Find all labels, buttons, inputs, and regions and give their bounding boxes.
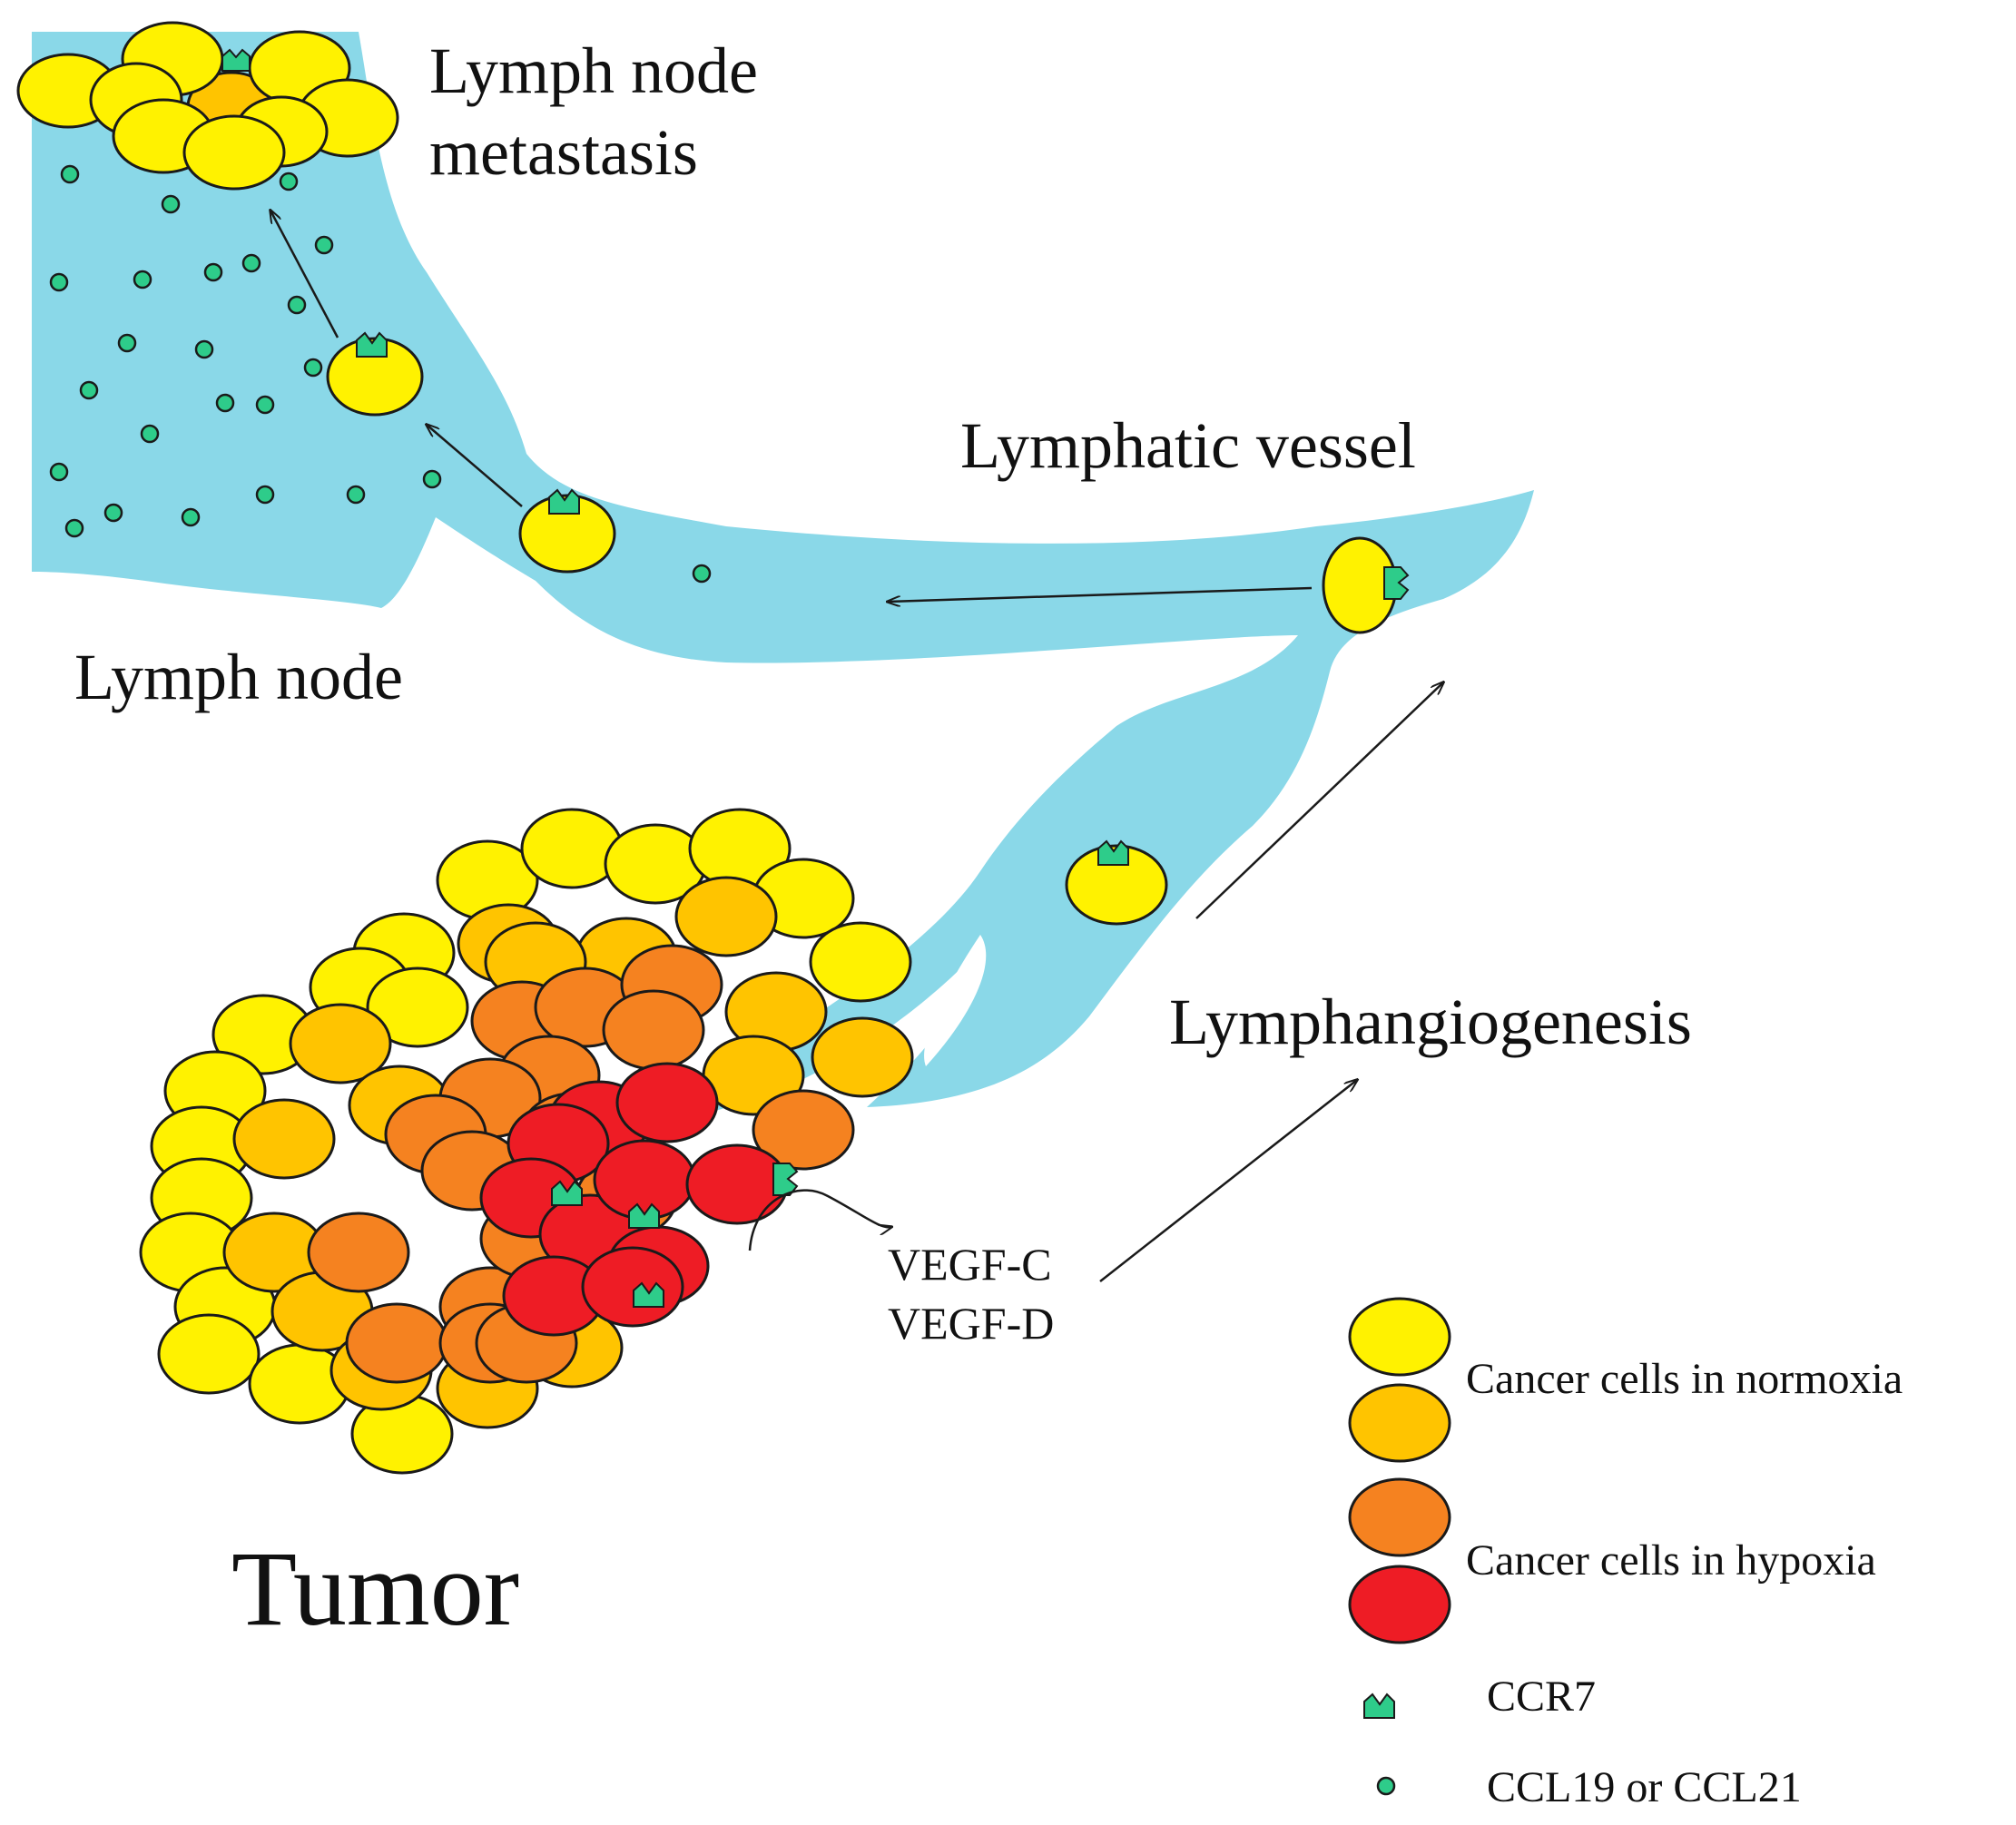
ccr7-receptor-icon <box>1383 566 1410 600</box>
ccr7-receptor-icon <box>551 1180 583 1206</box>
migrating-cancer-cell <box>1065 844 1168 926</box>
legend-swatch-yellow <box>1348 1297 1451 1377</box>
cancer-cell-hypoxia <box>602 989 705 1071</box>
ccr7-receptor-icon <box>628 1202 660 1229</box>
ccl-dot-icon <box>181 507 201 527</box>
ccl-dot-icon <box>255 395 275 415</box>
ccl-dot-icon <box>287 295 307 315</box>
tumor-receptors <box>551 1163 799 1308</box>
metastasis-receptor <box>221 48 251 72</box>
ccr7-receptor-icon <box>548 488 580 515</box>
ccr7-receptor-icon <box>772 1163 799 1196</box>
legend-label-normoxia: Cancer cells in normoxia <box>1466 1355 1903 1403</box>
ccl-dot-icon <box>279 172 299 191</box>
ccr7-receptor-icon <box>1363 1693 1395 1719</box>
legend-swatch-orange <box>1348 1477 1451 1557</box>
ccl-dot-icon <box>692 564 712 584</box>
ccl-dot-icon <box>117 333 137 353</box>
migrating-cells <box>326 337 1398 926</box>
ccl-dot-icon <box>314 235 334 255</box>
cancer-cell-hypoxia <box>752 1089 855 1171</box>
ccl-dot-icon <box>133 270 152 289</box>
labels: Lymph node metastasis Lymphatic vessel L… <box>74 34 1692 1648</box>
cancer-cell-hypoxia <box>615 1062 719 1143</box>
ccl-dot-icon <box>203 262 223 282</box>
cancer-cell-normoxia <box>366 966 469 1048</box>
arrow-along-vessel <box>888 586 1313 602</box>
ccl-dot-icon <box>60 164 80 184</box>
cancer-cell-normoxia <box>157 1313 261 1395</box>
label-lymph-node-metastasis-1: Lymph node <box>429 34 758 107</box>
cancer-cell-hypoxia <box>345 1302 448 1384</box>
ccl-dot-icon <box>241 253 261 273</box>
lymphatic-system <box>32 32 1534 1130</box>
cancer-cell-hypoxia <box>581 1246 684 1328</box>
ccl-dot-icon <box>49 462 69 482</box>
metastasis-cluster <box>16 21 399 191</box>
label-vegf-c: VEGF-C <box>888 1239 1052 1290</box>
ccl-dot-icon <box>103 503 123 523</box>
label-lymph-node-metastasis-2: metastasis <box>429 116 698 189</box>
ccr7-receptor-icon <box>356 331 388 358</box>
ccl-dot-icon <box>79 380 99 400</box>
ccl-dot-icon <box>255 485 275 505</box>
ccl-dot-icon <box>194 339 214 359</box>
arrows <box>270 211 1443 1282</box>
cancer-cell-hypoxia <box>593 1139 696 1221</box>
arrow-up-vessel <box>1195 682 1443 919</box>
legend-label-ccr7: CCR7 <box>1487 1673 1596 1721</box>
ccl-dot-icon <box>64 518 84 538</box>
ccl-dot-icon <box>346 485 366 505</box>
label-lymph-node: Lymph node <box>74 641 403 713</box>
label-lymphatic-vessel: Lymphatic vessel <box>960 409 1416 482</box>
ccl-dot-icon <box>49 272 69 292</box>
arrow-to-node-cell <box>427 425 523 507</box>
ccl-dot-icon <box>1376 1776 1396 1796</box>
ccl-dot-icon <box>161 194 181 214</box>
arrow-to-metastasis <box>270 211 339 339</box>
label-lymphangiogenesis: Lymphangiogenesis <box>1169 986 1692 1058</box>
cancer-cell-normoxia <box>232 1098 336 1180</box>
lymph-node-and-vessel <box>32 32 1534 1130</box>
tumor-mass <box>139 808 914 1475</box>
vessel-branch-gap <box>924 935 987 1066</box>
arrow-vegf-secretion <box>748 1189 891 1251</box>
ccl-dot-icon <box>303 358 323 378</box>
ccr7-receptor-icon <box>1097 839 1129 866</box>
ccl-dot-icon <box>140 424 160 444</box>
legend-label-hypoxia: Cancer cells in hypoxia <box>1466 1536 1876 1585</box>
ccl-dot-icon <box>215 393 235 413</box>
ccr7-receptor-icon <box>221 48 251 72</box>
ccl-dot-icon <box>422 469 442 489</box>
legend-swatch-gold <box>1348 1383 1451 1463</box>
cancer-cell-normoxia <box>674 876 778 957</box>
legend: Cancer cells in normoxia Cancer cells in… <box>1348 1297 1903 1811</box>
ccr7-receptor-icon <box>633 1281 664 1308</box>
label-tumor: Tumor <box>231 1529 519 1648</box>
cancer-cell-normoxia <box>289 1003 392 1084</box>
cancer-cell-hypoxia <box>685 1143 789 1225</box>
legend-label-ccl: CCL19 or CCL21 <box>1487 1763 1802 1811</box>
cancer-cell-normoxia <box>811 1016 914 1098</box>
cancer-cell-normoxia <box>809 921 912 1003</box>
cancer-cell-hypoxia <box>307 1212 410 1293</box>
cancer-cell-normoxia <box>182 114 286 191</box>
migrating-cell-receptors <box>356 331 1410 866</box>
arrow-lymphangiogenesis <box>1099 1080 1357 1282</box>
legend-swatch-red <box>1348 1565 1451 1644</box>
label-vegf-d: VEGF-D <box>888 1298 1054 1349</box>
ccl-chemokine-dots <box>49 164 712 584</box>
